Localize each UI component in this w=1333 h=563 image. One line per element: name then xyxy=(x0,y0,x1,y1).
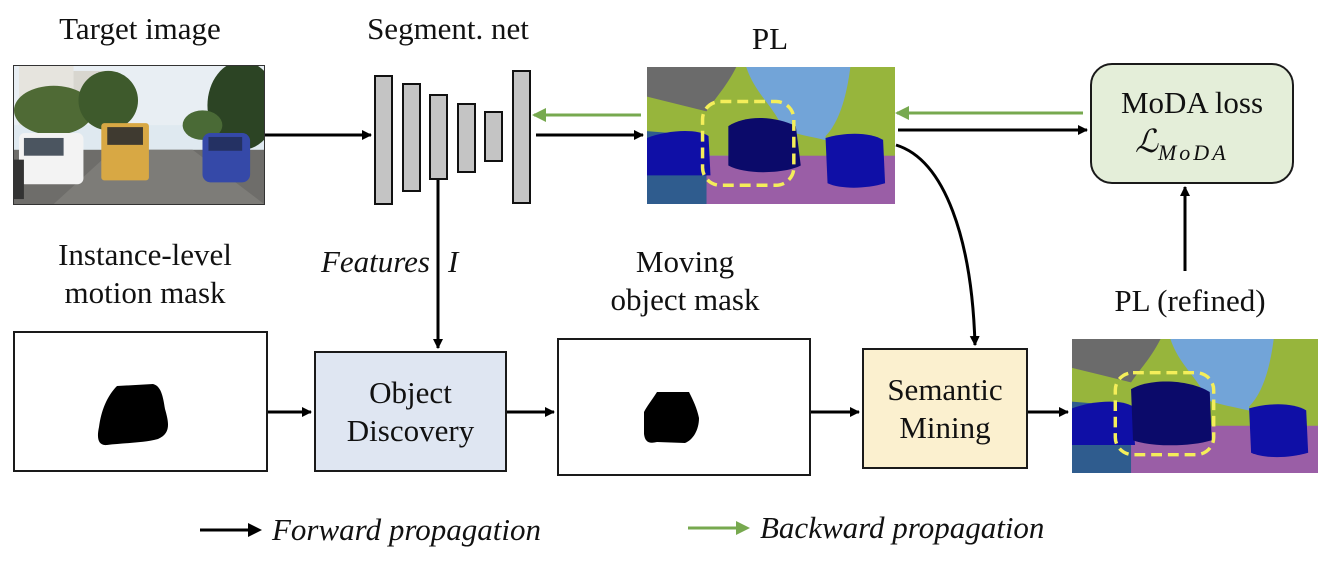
pl-refined-seg-image xyxy=(1072,339,1318,473)
instance-mask-label-line1: Instance-level xyxy=(58,237,232,272)
net-layer xyxy=(402,83,421,192)
moving-object-mask xyxy=(557,338,811,476)
segment-net-label: Segment. net xyxy=(367,11,529,46)
moda-loss-symbol: ℒMoDA xyxy=(1121,122,1263,165)
mask-blob xyxy=(97,384,169,446)
instance-motion-mask xyxy=(13,331,268,472)
net-layer xyxy=(429,94,448,180)
object-discovery-line1: Object xyxy=(369,374,452,410)
legend-backward-label: Backward propagation xyxy=(760,510,1045,545)
moving-mask-label-line2: object mask xyxy=(610,282,760,317)
forward-arrow-icon xyxy=(200,523,262,537)
net-layer xyxy=(512,70,531,204)
target-image-label: Target image xyxy=(59,11,221,46)
target-image xyxy=(13,65,265,205)
legend-backward: Backward propagation xyxy=(688,510,1044,546)
arrow-pl-to-semantic-mining xyxy=(895,143,975,345)
moda-loss-title: MoDA loss xyxy=(1120,84,1264,120)
legend-forward-label: Forward propagation xyxy=(272,512,541,547)
features-symbol: I xyxy=(448,244,459,279)
instance-mask-label-line2: motion mask xyxy=(64,275,226,310)
loss-script-l: ℒ xyxy=(1134,122,1158,159)
object-discovery-box: Object Discovery xyxy=(314,351,507,472)
pl-segmentation-map xyxy=(646,66,896,205)
features-label: Features xyxy=(320,244,430,279)
pl-label: PL xyxy=(751,21,789,56)
net-layer xyxy=(374,75,393,205)
pl-seg-image xyxy=(647,67,895,204)
moda-loss-box: MoDA loss ℒMoDA xyxy=(1090,63,1294,184)
loss-subscript: MoDA xyxy=(1157,139,1229,165)
semantic-mining-line1: Semantic xyxy=(887,371,1003,407)
moving-mask-label-line1: Moving xyxy=(635,244,735,279)
legend-forward: Forward propagation xyxy=(200,512,541,548)
semantic-mining-box: Semantic Mining xyxy=(862,348,1028,469)
net-layer xyxy=(457,103,476,173)
pl-refined-label: PL (refined) xyxy=(1114,283,1266,318)
street-scene-photo xyxy=(14,66,264,204)
backward-arrow-icon xyxy=(688,521,750,535)
pl-refined-segmentation-map xyxy=(1071,338,1319,474)
semantic-mining-line2: Mining xyxy=(899,409,991,445)
net-layer xyxy=(484,111,503,162)
mask-blob xyxy=(644,392,699,443)
object-discovery-line2: Discovery xyxy=(346,412,475,448)
